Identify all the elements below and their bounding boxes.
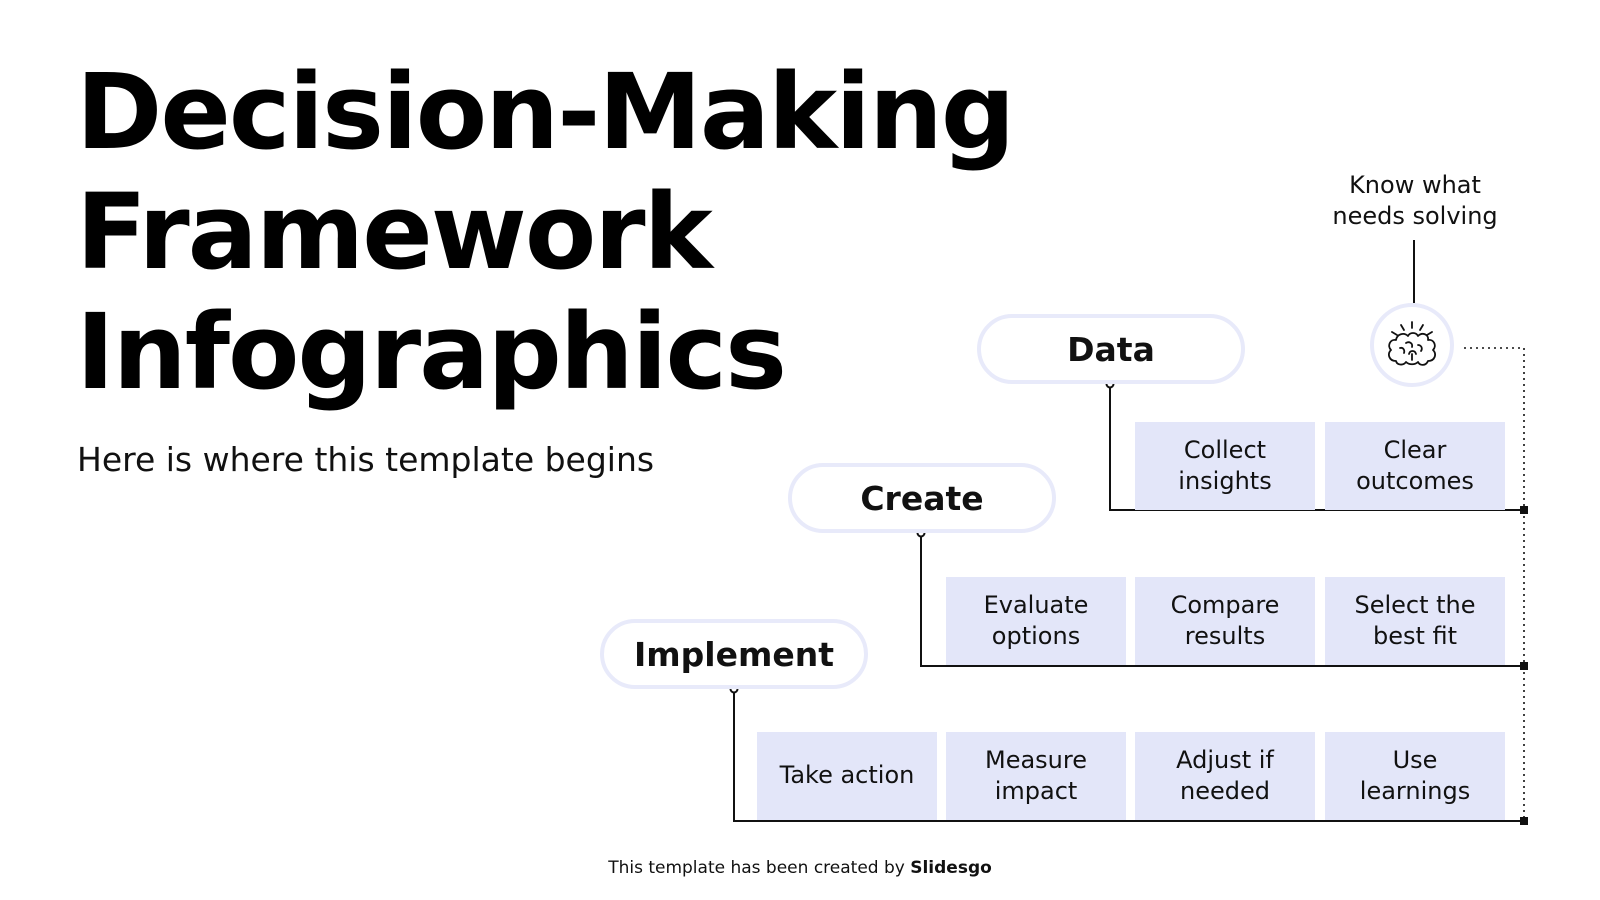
- implement-item-4-line-2: learnings: [1359, 777, 1471, 805]
- data-item-1-line-1: Collect: [1183, 435, 1267, 464]
- implement-item-3-line-1: Adjust if: [1176, 745, 1274, 774]
- data-item-2-line-2: outcomes: [1356, 467, 1474, 495]
- create-item-2: Compare results: [1135, 577, 1315, 665]
- data-item-2-line-1: Clear: [1383, 435, 1447, 464]
- brain-icon-circle: [1370, 303, 1454, 387]
- step-label-implement: Implement: [633, 634, 834, 674]
- create-item-3: Select the best fit: [1325, 577, 1505, 665]
- footer-prefix: This template has been created by: [608, 858, 911, 878]
- title-line-1: Decision-Making: [76, 51, 1015, 173]
- data-item-1-line-2: insights: [1178, 467, 1272, 495]
- implement-item-3-line-2: needed: [1180, 777, 1270, 805]
- implement-item-1: Take action: [757, 732, 937, 820]
- step-pill-create: Create: [788, 463, 1056, 533]
- subtitle: Here is where this template begins: [77, 440, 655, 479]
- implement-connector-line: [733, 689, 1524, 822]
- step-label-data: Data: [1067, 329, 1155, 369]
- create-item-1: Evaluate options: [946, 577, 1126, 665]
- footer-brand[interactable]: Slidesgo: [910, 858, 992, 878]
- step-label-create: Create: [860, 478, 984, 518]
- create-item-1-line-1: Evaluate: [983, 590, 1089, 619]
- step-pill-data: Data: [977, 314, 1245, 384]
- footer-credit: This template has been created by Slides…: [0, 858, 1600, 878]
- create-item-3-line-1: Select the: [1354, 590, 1476, 619]
- create-item-2-line-1: Compare: [1170, 590, 1280, 619]
- dotted-return-line: [1464, 347, 1525, 821]
- data-connector-line: [1109, 384, 1524, 511]
- callout-line-2: needs solving: [1332, 202, 1498, 231]
- data-item-1: Collect insights: [1135, 422, 1315, 510]
- create-item-2-line-2: results: [1184, 622, 1266, 650]
- brain-icon: [1388, 321, 1436, 366]
- step-pill-implement: Implement: [600, 619, 868, 689]
- implement-item-2: Measure impact: [946, 732, 1126, 820]
- title-line-2: Framework: [76, 171, 713, 293]
- implement-item-2-line-1: Measure: [985, 745, 1087, 774]
- create-item-3-line-2: best fit: [1372, 622, 1458, 650]
- implement-item-4-line-1: Use: [1392, 745, 1438, 774]
- create-connector-line: [920, 533, 1524, 667]
- title-line-3: Infographics: [76, 291, 787, 413]
- implement-connector-end: [1520, 817, 1528, 825]
- data-item-2: Clear outcomes: [1325, 422, 1505, 510]
- callout-text: Know what needs solving: [1300, 170, 1530, 232]
- create-item-1-line-2: options: [991, 622, 1081, 650]
- implement-item-2-line-2: impact: [994, 777, 1078, 805]
- implement-item-3: Adjust if needed: [1135, 732, 1315, 820]
- callout-line-1: Know what: [1349, 171, 1481, 199]
- implement-item-4: Use learnings: [1325, 732, 1505, 820]
- implement-item-1-line-1: Take action: [779, 761, 915, 790]
